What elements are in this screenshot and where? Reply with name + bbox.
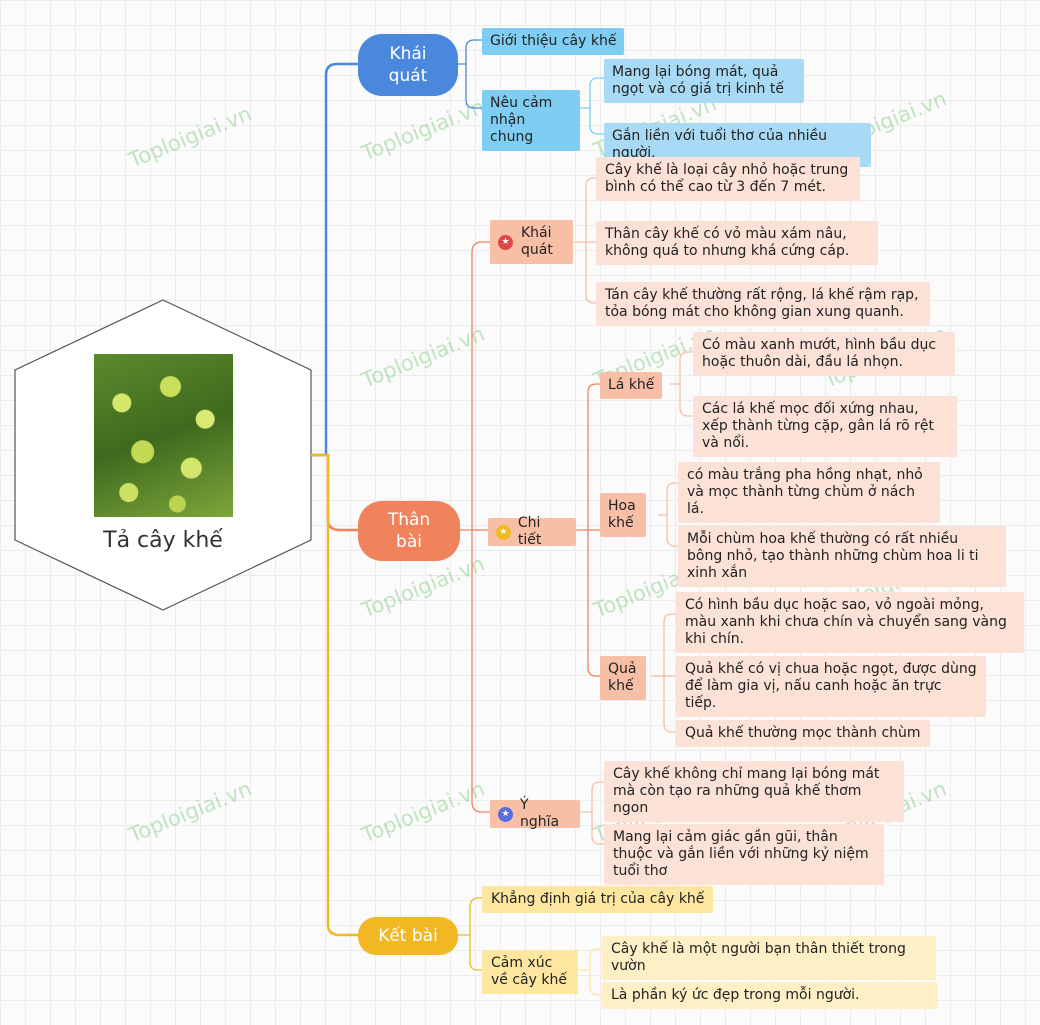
branch-than-bai[interactable]: Thân bài [358, 501, 460, 561]
node-chi-tiet[interactable]: ★ Chi tiết [488, 515, 576, 548]
node-detail-item[interactable]: Có hình bầu dục hoặc sao, vỏ ngoài mỏng,… [676, 592, 1024, 653]
star-icon: ★ [498, 806, 513, 822]
branch-label: Thân bài [387, 510, 431, 552]
node-y-nghia[interactable]: ★ Ý nghĩa [490, 797, 580, 830]
node-la-khe[interactable]: Lá khế [600, 372, 663, 399]
star-fruit-photo [94, 354, 233, 517]
node-detail-item[interactable]: Có màu xanh mướt, hình bầu dục hoặc thuô… [693, 332, 955, 376]
node-detail-item[interactable]: Các lá khế mọc đối xứng nhau, xếp thành … [693, 396, 957, 457]
node-feel[interactable]: Nêu cảm nhận chung [482, 90, 580, 151]
node-detail-item[interactable]: Mỗi chùm hoa khế thường có rất nhiều bôn… [678, 526, 1006, 587]
branch-ket-bai[interactable]: Kết bài [358, 917, 458, 955]
node-detail-item[interactable]: có màu trắng pha hồng nhạt, nhỏ và mọc t… [678, 462, 940, 523]
node-label: Khái quát [521, 225, 553, 258]
node-hoa-khe[interactable]: Hoa khế [600, 493, 646, 537]
branch-label: Khái quát [388, 44, 428, 86]
node-khai-quat[interactable]: ★ Khái quát [490, 220, 573, 264]
node-feel-item[interactable]: Mang lại bóng mát, quả ngọt và có giá tr… [604, 59, 804, 103]
node-detail-item[interactable]: Quả khế có vị chua hoặc ngọt, được dùng … [676, 656, 986, 717]
node-ket-item[interactable]: Là phần ký ức đẹp trong mỗi người. [602, 982, 938, 1009]
node-ket-feel[interactable]: Cảm xúc về cây khế [482, 950, 578, 994]
node-detail-item[interactable]: Thân cây khế có vỏ màu xám nâu, không qu… [596, 221, 878, 265]
node-detail-item[interactable]: Cây khế là loại cây nhỏ hoặc trung bình … [596, 157, 860, 201]
branch-mo-bai[interactable]: Khái quát [358, 34, 458, 96]
star-icon: ★ [498, 234, 513, 250]
node-affirm[interactable]: Khẳng định giá trị của cây khế [482, 886, 714, 913]
node-label: Chi tiết [517, 515, 542, 548]
node-ket-item[interactable]: Cây khế là một người bạn thân thiết tron… [602, 936, 936, 980]
node-label: Ý nghĩa [519, 797, 560, 830]
node-detail-item[interactable]: Tán cây khế thường rất rộng, lá khế rậm … [596, 282, 930, 326]
center-title: Tả cây khế [103, 528, 223, 553]
node-detail-item[interactable]: Mang lại cảm giác gần gũi, thân thuộc và… [604, 824, 884, 885]
node-detail-item[interactable]: Quả khế thường mọc thành chùm [676, 720, 930, 747]
node-qua-khe[interactable]: Quả khế [600, 656, 646, 700]
star-icon: ★ [496, 524, 511, 540]
node-intro[interactable]: Giới thiệu cây khế [482, 28, 625, 55]
node-detail-item[interactable]: Cây khế không chỉ mang lại bóng mát mà c… [604, 761, 904, 822]
